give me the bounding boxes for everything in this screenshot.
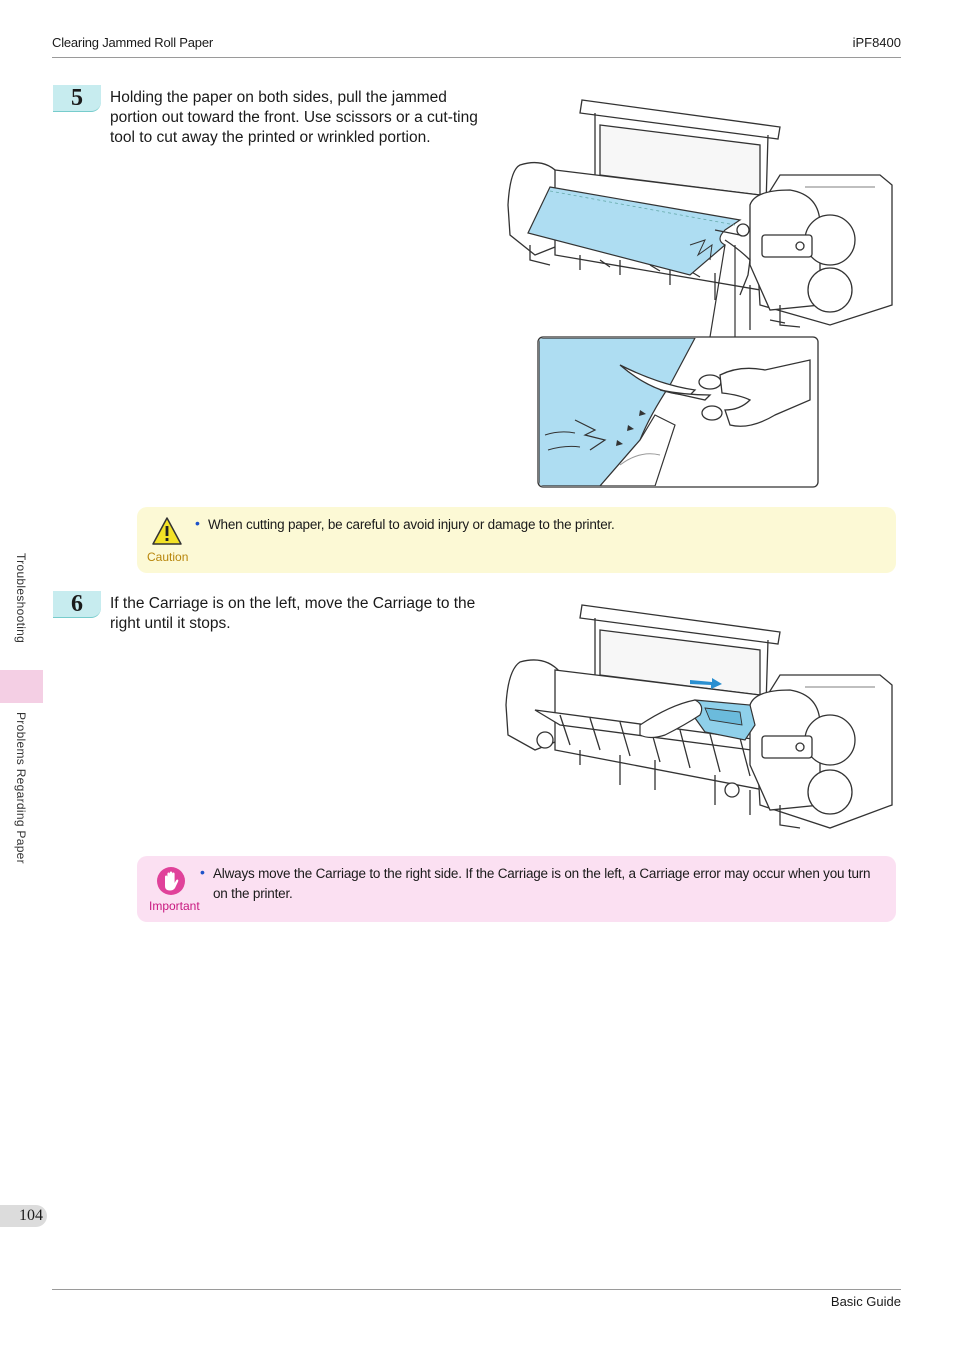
stop-hand-icon (157, 867, 185, 895)
important-text: Always move the Carriage to the right si… (213, 866, 871, 901)
important-label: Important (149, 899, 200, 913)
header-model: iPF8400 (852, 35, 901, 50)
footer-rule (52, 1289, 901, 1290)
figure-moving-carriage (505, 604, 893, 829)
side-tab-troubleshooting[interactable]: Troubleshooting (14, 553, 28, 644)
step-number-5: 5 (53, 85, 101, 112)
figure-cutting-paper (507, 99, 893, 488)
caution-note: Caution • When cutting paper, be careful… (137, 507, 896, 573)
page-number: 104 (19, 1207, 43, 1224)
step-5-text: Holding the paper on both sides, pull th… (110, 89, 478, 146)
side-tab-problems-regarding-paper[interactable]: Problems Regarding Paper (14, 712, 28, 864)
bullet-icon: • (200, 864, 205, 880)
side-tab-marker (0, 670, 43, 703)
footer-guide-name: Basic Guide (830, 1294, 901, 1309)
header-rule (52, 57, 901, 58)
step-6-text: If the Carriage is on the left, move the… (110, 595, 476, 632)
header-section-title: Clearing Jammed Roll Paper (52, 35, 213, 50)
important-note: Important • Always move the Carriage to … (137, 856, 896, 922)
warning-triangle-icon (152, 517, 182, 545)
page-number-tab: 104 (0, 1205, 47, 1227)
step-number-6: 6 (53, 591, 101, 618)
caution-text: When cutting paper, be careful to avoid … (208, 517, 615, 532)
caution-label: Caution (147, 550, 189, 564)
bullet-icon: • (195, 515, 200, 531)
